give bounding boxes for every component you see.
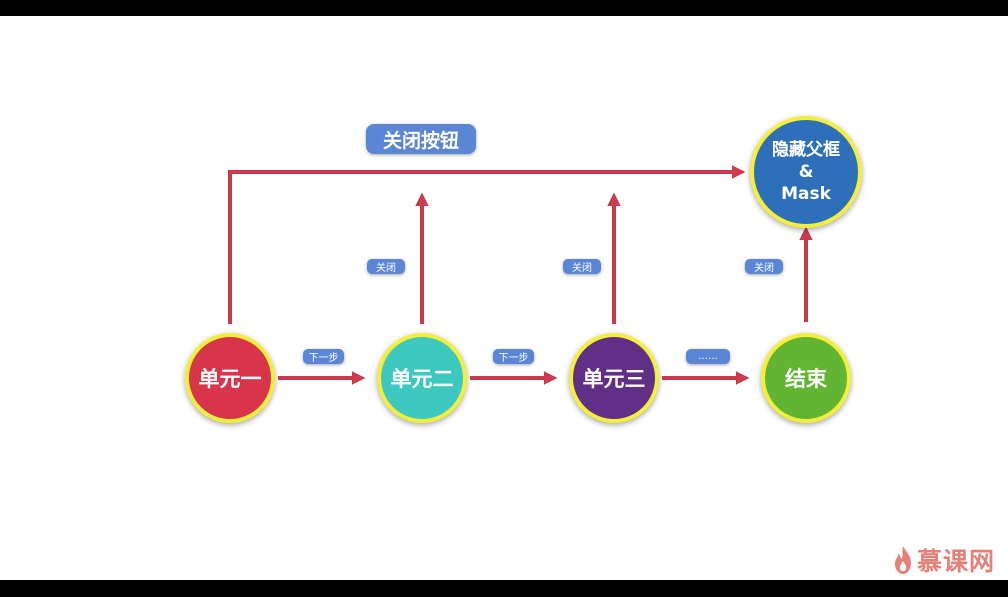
next-step-badge-1: 下一步 bbox=[303, 349, 344, 364]
bottom-letterbox bbox=[0, 580, 1008, 597]
hide-line1: 隐藏父框 bbox=[772, 140, 840, 160]
close-badge-end: 关闭 bbox=[745, 259, 783, 274]
hide-line3: Mask bbox=[781, 184, 831, 204]
watermark-text: 慕课网 bbox=[917, 547, 996, 576]
next-step-badge-2: 下一步 bbox=[493, 349, 534, 364]
watermark-logo: 慕课网 bbox=[893, 543, 1003, 577]
top-letterbox bbox=[0, 0, 1008, 16]
close-badge-unit2: 关闭 bbox=[367, 259, 405, 274]
unit3-node: 单元三 bbox=[569, 333, 659, 423]
flame-icon bbox=[895, 546, 911, 574]
unit2-node: 单元二 bbox=[377, 333, 467, 423]
unit3-label: 单元三 bbox=[582, 367, 646, 391]
arrow-close-button-path bbox=[228, 165, 746, 324]
unit2-label: 单元二 bbox=[390, 367, 454, 391]
hide-parent-mask-node: 隐藏父框 & Mask bbox=[750, 116, 862, 228]
close-button-badge: 关闭按钮 bbox=[366, 124, 476, 154]
end-label: 结束 bbox=[785, 367, 827, 391]
close-badge-unit3: 关闭 bbox=[563, 259, 601, 274]
unit1-label: 单元一 bbox=[198, 367, 262, 391]
unit1-node: 单元一 bbox=[185, 333, 275, 423]
ellipsis-badge: …… bbox=[686, 349, 730, 364]
hide-line2: & bbox=[798, 162, 814, 182]
end-node: 结束 bbox=[761, 333, 851, 423]
